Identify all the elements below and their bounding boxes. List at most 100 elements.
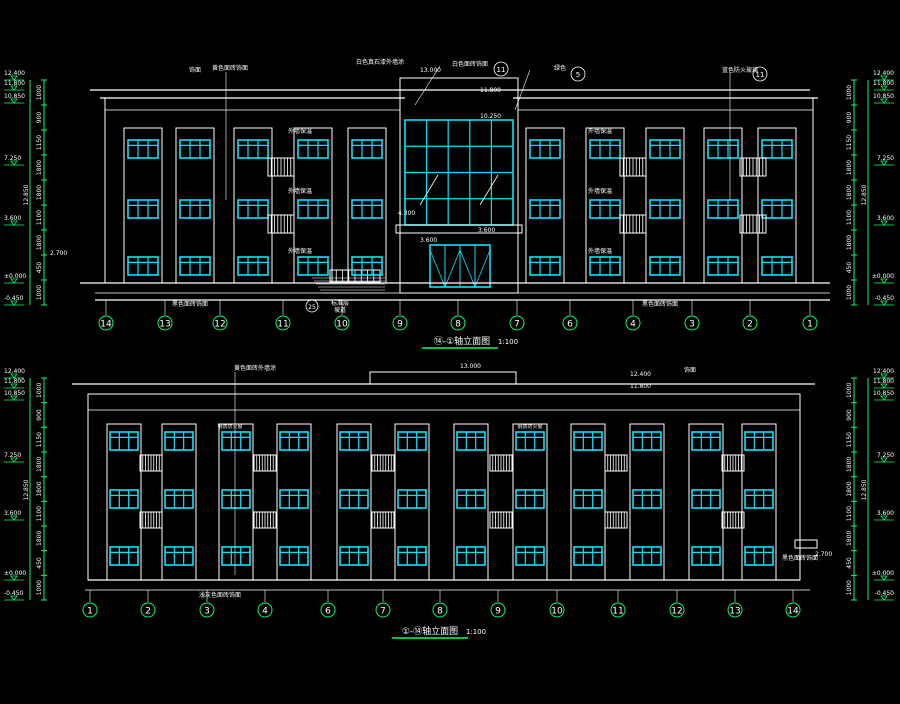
window (397, 546, 427, 566)
elevation-triangle (880, 220, 888, 226)
axis-bubble-circle (375, 602, 391, 618)
elevation-label: 10.850 (873, 93, 894, 100)
side-canopy (794, 539, 818, 549)
balcony-railing (604, 511, 628, 529)
elevation-title: ⑭-①轴立面图 (434, 335, 490, 347)
balcony-railing (267, 214, 295, 234)
axis-bubble-label: 2 (145, 607, 151, 617)
door-swing (459, 249, 476, 288)
elevation-triangle (880, 85, 888, 91)
axis-bubble: 10 (334, 315, 350, 331)
annotation-note: 饰面 (684, 366, 696, 374)
annotation-note: 外墙保温 (588, 127, 612, 135)
window-bay-pier (512, 423, 548, 581)
window-frame (515, 431, 545, 451)
window-frame (237, 139, 269, 159)
window (649, 199, 681, 219)
left-wing-outline (104, 97, 401, 284)
elevation-label: 10.850 (4, 390, 25, 397)
window-frame (109, 431, 139, 451)
axis-bubble-label: 4 (630, 320, 636, 330)
window-bay-pier (570, 423, 606, 581)
axis-bubble-circle (727, 602, 743, 618)
window (179, 256, 211, 276)
elevation-label: 7.250 (4, 155, 21, 162)
window-frame (351, 139, 383, 159)
dimension-label: 1150 (36, 432, 43, 447)
axis-bubble-label: 12 (214, 320, 225, 330)
roof-stair-house (369, 371, 517, 385)
annotation-note: 白色面砖饰面 (452, 60, 488, 68)
elevation-label: 3.600 (877, 510, 894, 517)
window-frame (691, 489, 721, 509)
window-frame (707, 256, 739, 276)
elevation-triangle (880, 98, 888, 104)
window (529, 139, 561, 159)
window (109, 489, 139, 509)
dimension-label: 1000 (846, 85, 853, 100)
dimension-label: 1150 (846, 135, 853, 150)
elevation-triangle (880, 160, 888, 166)
annotation-note: 外墙保温 (588, 187, 612, 195)
window-frame (649, 199, 681, 219)
elevation-label: 10.850 (4, 93, 25, 100)
dimension-label: 1150 (846, 432, 853, 447)
axis-bubble-circle (785, 602, 801, 618)
elevation-triangle (10, 595, 18, 601)
window (691, 489, 721, 509)
window (351, 139, 383, 159)
annotation-note: 黄色面砖饰面 (212, 64, 248, 72)
level-mark: 2.700 (50, 250, 67, 257)
window-frame (397, 431, 427, 451)
elevation-label: 12.400 (4, 70, 25, 77)
window-frame (109, 546, 139, 566)
elevation-bottom: 12.40011.80010.8507.2503.600±0.000-0.450… (4, 363, 894, 639)
elevation-triangle (10, 300, 18, 306)
elevation-label: 12.400 (873, 70, 894, 77)
window (573, 489, 603, 509)
window-bay-pier (757, 127, 797, 284)
elevation-triangle (10, 575, 18, 581)
window (589, 139, 621, 159)
elevation-triangle (10, 373, 18, 379)
annotation-note: 黑色面砖饰面 (172, 300, 208, 308)
elevation-title: ①-⑭轴立面图 (402, 625, 458, 637)
window-frame (279, 489, 309, 509)
window-frame (589, 256, 621, 276)
balcony-railing (139, 454, 163, 472)
balcony-railing (253, 511, 277, 529)
window (279, 546, 309, 566)
dimension-label: 1800 (36, 481, 43, 496)
axis-bubble: 6 (320, 602, 336, 618)
window (109, 546, 139, 566)
dimension-label: 1800 (846, 457, 853, 472)
balcony-railing (604, 454, 628, 472)
window-frame (744, 489, 774, 509)
door-swing (474, 249, 491, 288)
window-frame (237, 199, 269, 219)
axis-bubble-label: 4 (262, 607, 268, 617)
elevation-label: 11.800 (873, 80, 894, 87)
window (237, 139, 269, 159)
window-frame (529, 199, 561, 219)
balcony-railing (371, 511, 395, 529)
window (297, 139, 329, 159)
balcony-railing (721, 454, 745, 472)
door-swing (429, 249, 446, 288)
axis-bubble-circle (82, 602, 98, 618)
dimension-label: 1100 (846, 210, 853, 225)
balcony-railing (489, 454, 513, 472)
axis-bubble-circle (275, 315, 291, 331)
window-bay-pier (453, 423, 489, 581)
window-frame (351, 256, 383, 276)
balcony-railing (253, 454, 277, 472)
window-frame (649, 256, 681, 276)
window-frame (109, 489, 139, 509)
elevation-triangle (880, 457, 888, 463)
door-swing (444, 249, 461, 288)
detail-ref-circle (305, 299, 319, 313)
annotation-note: 外墙保温 (288, 127, 312, 135)
level-mark: 4.300 (398, 210, 415, 217)
axis-bubble-label: 10 (551, 607, 563, 617)
